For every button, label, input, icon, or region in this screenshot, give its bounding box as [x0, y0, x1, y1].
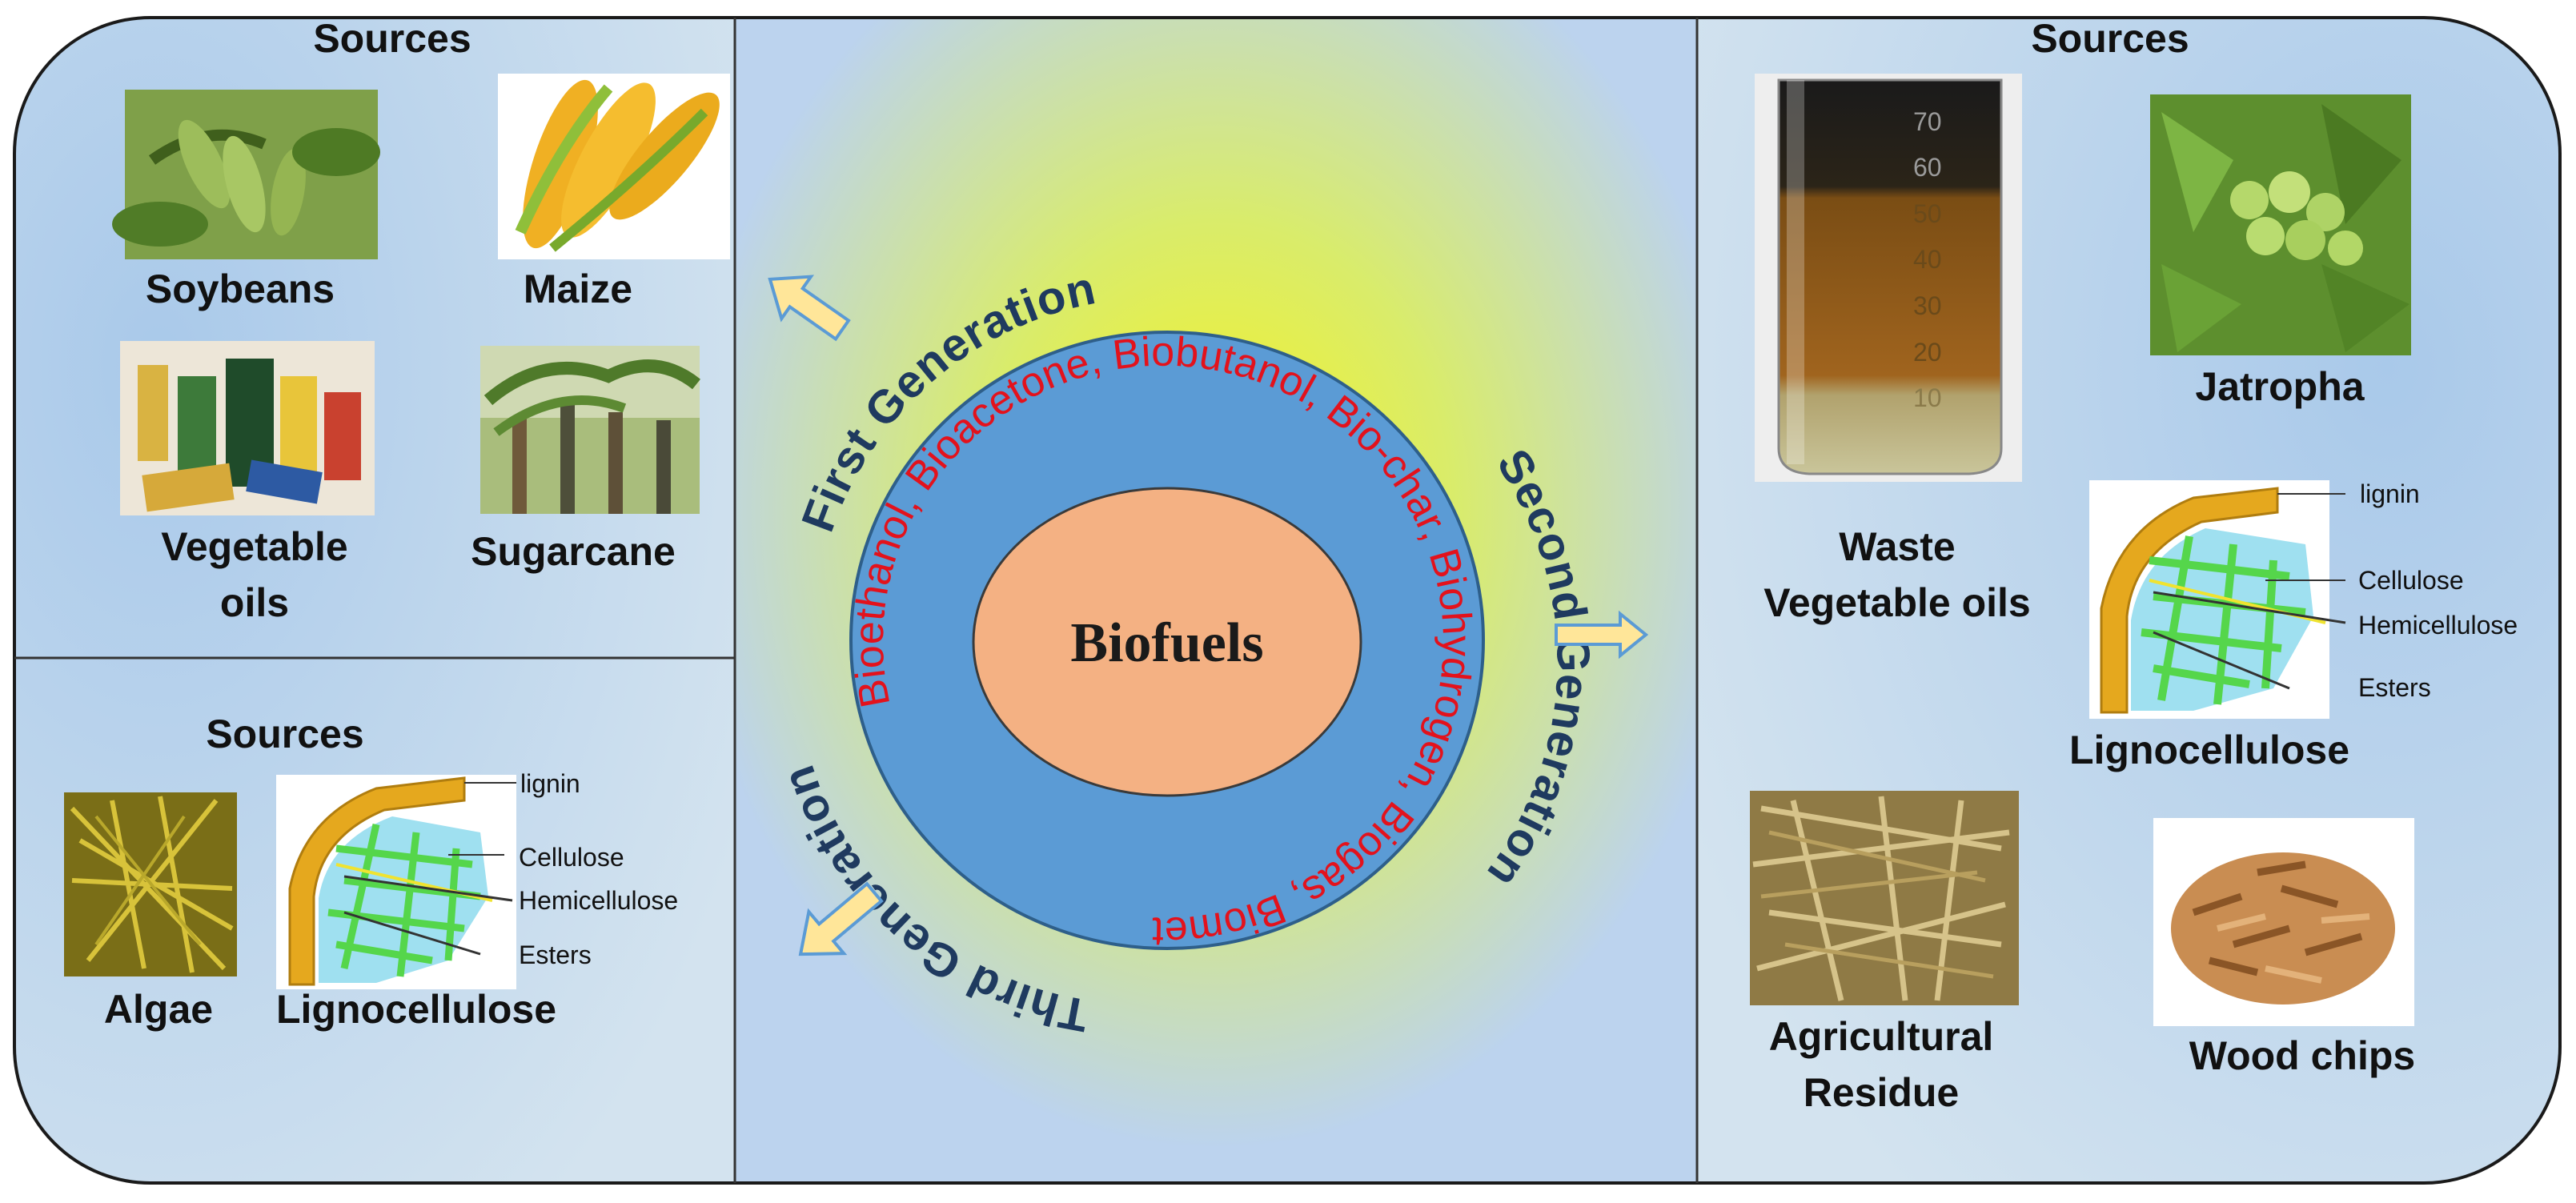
right-label-hemicellulose: Hemicellulose	[2358, 611, 2518, 640]
wood-chips-image	[2153, 818, 2414, 1026]
waste-vegetable-oil-beaker-image	[1755, 74, 2022, 482]
label-residue: Residue	[1804, 1070, 1960, 1115]
label-algae: Algae	[104, 987, 213, 1032]
beaker-tick-20: 20	[1913, 338, 1942, 367]
biofuels-core	[972, 487, 1362, 797]
beaker-scale: 70 60 50 40 30 20 10	[1913, 107, 1942, 412]
beaker-tick-50: 50	[1913, 199, 1942, 228]
outer-frame	[13, 16, 2562, 1185]
left-bottom-header: Sources	[206, 712, 363, 756]
label-vegetable: Vegetable	[161, 524, 347, 569]
vegetable-oils-image	[120, 341, 375, 515]
label-vegetable-oils: Vegetable oils	[1763, 580, 2030, 625]
label-lignocellulose-right: Lignocellulose	[2069, 728, 2349, 772]
label-lignocellulose-left: Lignocellulose	[276, 987, 556, 1032]
label-agricultural: Agricultural	[1769, 1014, 1994, 1059]
beaker-tick-10: 10	[1913, 383, 1942, 412]
agricultural-residue-image	[1750, 791, 2019, 1005]
left-label-cellulose: Cellulose	[519, 843, 624, 872]
sugarcane-image	[480, 346, 700, 514]
left-top-header: Sources	[313, 16, 471, 61]
label-wood-chips: Wood chips	[2189, 1033, 2415, 1078]
arrow-first-generation	[768, 275, 851, 342]
left-bottom-panel: Sources Algae lignin Cellulose Hemicellu…	[64, 712, 678, 1032]
beaker-tick-30: 30	[1913, 291, 1942, 320]
maize-image	[498, 74, 730, 259]
biofuels-title: Biofuels	[1070, 612, 1263, 674]
arrow-second-generation	[1555, 610, 1649, 660]
lignocellulose-diagram-right	[2089, 480, 2346, 719]
beaker-tick-70: 70	[1913, 107, 1942, 136]
beaker-tick-40: 40	[1913, 245, 1942, 274]
right-label-esters: Esters	[2358, 673, 2431, 702]
algae-image	[64, 792, 237, 976]
right-label-lignin: lignin	[2360, 479, 2420, 508]
label-jatropha: Jatropha	[2195, 364, 2365, 409]
label-maize: Maize	[524, 267, 632, 311]
lignocellulose-diagram-left	[276, 775, 516, 989]
label-oils: oils	[220, 580, 289, 625]
left-label-hemicellulose: Hemicellulose	[519, 886, 678, 915]
jatropha-image	[2150, 94, 2411, 355]
right-panel: Sources 70 60 50 40 30 20 10 Waste Veget…	[1750, 16, 2518, 1115]
arrow-third-generation	[798, 881, 884, 956]
left-label-lignin: lignin	[520, 769, 580, 798]
beaker-tick-60: 60	[1913, 153, 1942, 182]
left-top-panel: Sources Soybeans Maize	[112, 16, 730, 625]
label-sugarcane: Sugarcane	[471, 529, 676, 574]
label-waste: Waste	[1839, 524, 1955, 569]
right-header: Sources	[2031, 16, 2189, 61]
soybeans-image	[112, 90, 380, 259]
right-label-cellulose: Cellulose	[2358, 566, 2464, 595]
label-soybeans: Soybeans	[146, 267, 335, 311]
left-label-esters: Esters	[519, 940, 592, 969]
